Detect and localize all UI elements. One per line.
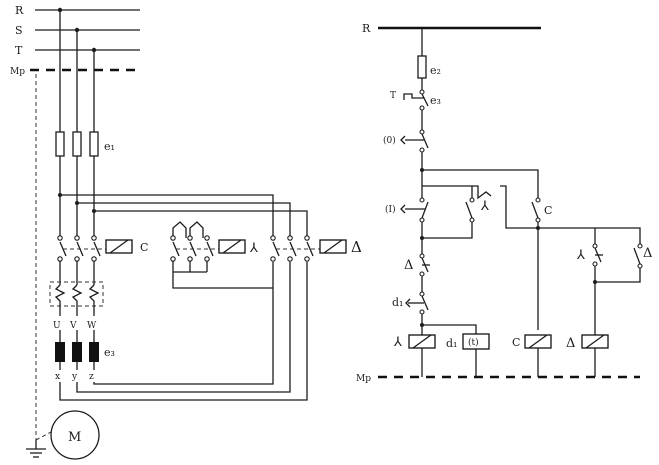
fuse-e1-l3: [89, 131, 99, 157]
thermal-element-l1: [54, 284, 66, 316]
label-coil-timer: d₁: [446, 337, 457, 350]
label-start-button: (I): [385, 204, 396, 215]
thermal-relay-box: [49, 281, 104, 307]
winding-w: [89, 342, 99, 362]
wire-x-return: [59, 262, 308, 401]
winding-v: [72, 342, 82, 362]
timer-contact-d1: [405, 291, 429, 315]
main-contactor-c: [57, 235, 133, 262]
motor-circle: [50, 410, 100, 460]
coil-c: [524, 334, 552, 349]
wire-to-timer-coil: [422, 324, 477, 334]
fuse-e1-l1: [55, 131, 65, 157]
label-star-aux-2: ⅄: [576, 248, 585, 263]
label-coil-star: ⅄: [393, 335, 402, 350]
wire-y-return: [76, 262, 291, 393]
thermal-element-l3: [88, 284, 100, 316]
ground-link: [35, 431, 52, 441]
label-coil-delta: Δ: [566, 336, 575, 351]
label-control-neutral: Mp: [356, 374, 371, 384]
label-delta-interlock: Δ: [404, 258, 413, 273]
terminal-label-u: U: [53, 321, 61, 331]
thermal-element-l2: [71, 284, 83, 316]
star-aux-contact: [422, 185, 492, 239]
label-thermal-contact-e3: e₃: [430, 94, 441, 107]
thermal-contact-e3: [403, 89, 429, 111]
c-aux-contact: [531, 197, 541, 330]
wire-z-return: [93, 262, 274, 385]
junction-dot: [593, 280, 597, 284]
label-fuses-e1: e₁: [104, 140, 115, 153]
star-contactor: [170, 221, 273, 289]
label-neutral: Mp: [10, 67, 25, 77]
delta-contactor: [270, 235, 347, 262]
ground-symbol: [26, 440, 46, 458]
junction-dot: [420, 236, 424, 240]
label-control-r: R: [362, 22, 371, 35]
label-main-contactor: C: [140, 241, 148, 254]
terminal-label-y: y: [71, 372, 78, 382]
star-aux-contact-2: [592, 243, 603, 267]
fuse-e2: [417, 55, 427, 79]
label-s: S: [15, 24, 23, 37]
delta-interlock-contact: [419, 253, 430, 277]
label-thermal-e3: e₃: [104, 346, 115, 359]
coil-star: [408, 334, 436, 349]
label-motor: M: [68, 430, 81, 445]
label-coil-c: C: [512, 336, 520, 349]
label-star-aux: ⅄: [480, 199, 489, 214]
wire-hold-branch: [422, 169, 539, 198]
terminal-label-w: W: [87, 321, 97, 331]
label-timer-symbol: (t): [468, 337, 479, 348]
label-delta-aux: Δ: [643, 246, 652, 261]
coil-delta: [581, 334, 609, 349]
wire-l1-to-delta: [60, 194, 274, 238]
label-stop-button: (0): [383, 135, 396, 146]
stop-button: [400, 129, 429, 153]
label-fuse-e2: e₂: [430, 64, 441, 77]
label-r: R: [15, 4, 24, 17]
label-delta-contactor: Δ: [351, 238, 362, 256]
terminal-label-x: x: [55, 372, 60, 382]
winding-u: [55, 342, 65, 362]
wire-to-delta-branch: [500, 185, 641, 244]
terminal-label-z: z: [89, 372, 94, 382]
power-circuit: R S T Mp e₁: [10, 4, 362, 460]
label-thermal-t: T: [390, 91, 396, 101]
label-t: T: [15, 44, 23, 57]
terminal-label-v: V: [69, 321, 77, 331]
fuse-e1-l2: [72, 131, 82, 157]
label-c-aux: C: [544, 204, 552, 217]
control-circuit: R e₂ T e₃ (0): [356, 22, 652, 384]
label-timer-contact: d₁: [392, 296, 403, 309]
label-star-contactor: ⅄: [249, 241, 258, 256]
start-button: [400, 197, 429, 223]
wire-l3-to-delta: [94, 210, 308, 238]
delta-aux-contact: [595, 243, 643, 283]
wire-l2-to-delta: [77, 202, 291, 238]
